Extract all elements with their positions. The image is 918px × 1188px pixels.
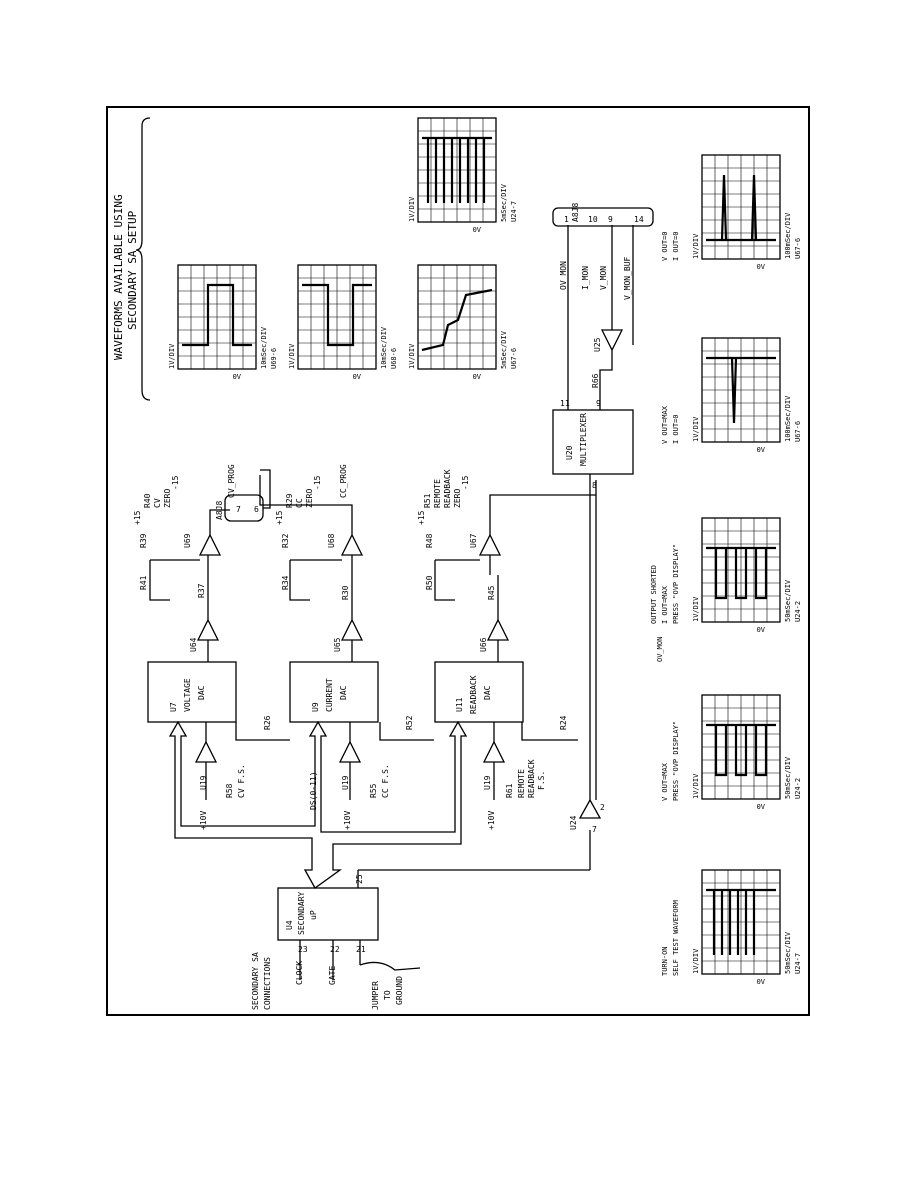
dac-voltage xyxy=(147,661,237,723)
scope-ydiv-clk: 1V/DIV xyxy=(408,196,416,222)
scope-zero-clk: 0V xyxy=(473,226,482,234)
scope-time-v0: 100mSec/DIV xyxy=(784,212,792,259)
waveform-clk xyxy=(422,136,492,203)
scope-ydiv-selftest: 1V/DIV xyxy=(692,948,700,974)
amp-u67 xyxy=(478,533,502,556)
scope-caption-selftest-1: SELF TEST WAVEFORM xyxy=(672,900,680,976)
scope-zero-cv: 0V xyxy=(233,373,242,381)
ref-amp-u19-3 xyxy=(482,740,506,763)
opamp-u65 xyxy=(340,618,364,641)
comparator-u24 xyxy=(578,798,602,819)
scope-caption-short-1: I OUT=MAX xyxy=(661,585,669,624)
scope-ydiv-cv: 1V/DIV xyxy=(168,343,176,369)
scope-ydiv-rb: 1V/DIV xyxy=(408,343,416,369)
scope-caption-v0-0: V OUT=0 xyxy=(661,231,669,261)
scope-zero-v0: 0V xyxy=(757,263,766,271)
scope-time-vmax: 100mSec/DIV xyxy=(784,395,792,442)
opamp-u66 xyxy=(486,618,510,641)
header-line2: SECONDARY SA SETUP xyxy=(126,210,139,330)
waveform-short xyxy=(706,546,776,600)
multiplexer-u20 xyxy=(552,409,634,475)
scope-zero-short: 0V xyxy=(757,626,766,634)
scope-time-clk: 5mSec/DIV xyxy=(500,183,508,222)
scope-caption-short-0: OUTPUT SHORTED xyxy=(650,565,658,624)
connector-a8j8-2 xyxy=(552,207,654,227)
scope-ydiv-cc: 1V/DIV xyxy=(288,343,296,369)
amp-u69 xyxy=(198,533,222,556)
scope-caption-vmax-1: I OUT=0 xyxy=(672,414,680,444)
waveform-rb xyxy=(421,288,493,352)
scope-probe-vmax: U67-6 xyxy=(794,421,802,442)
opamp-u64 xyxy=(196,618,220,641)
scope-caption-ovp-1: PRESS "OVP DISPLAY" xyxy=(672,721,680,801)
header-line1: WAVEFORMS AVAILABLE USING xyxy=(112,194,125,360)
scope-caption-short-2: PRESS "OVP DISPLAY" xyxy=(672,544,680,624)
scope-probe-short: U24-2 xyxy=(794,601,802,622)
dac-readback xyxy=(434,661,524,723)
waveform-ovp xyxy=(706,723,776,777)
scope-caption-v0-1: I OUT=0 xyxy=(672,231,680,261)
scope-ydiv-v0: 1V/DIV xyxy=(692,233,700,259)
waveform-cc xyxy=(302,283,372,347)
processor-box xyxy=(277,887,379,941)
connector-a8j8 xyxy=(224,494,264,522)
scope-ydiv-ovp: 1V/DIV xyxy=(692,773,700,799)
scope-time-short: 50mSec/DIV xyxy=(784,579,792,622)
scope-ydiv-vmax: 1V/DIV xyxy=(692,416,700,442)
scope-zero-rb: 0V xyxy=(473,373,482,381)
waveform-v0 xyxy=(706,174,776,242)
schematic-frame xyxy=(106,106,810,1016)
scope-time-cc: 10mSec/DIV xyxy=(380,326,388,369)
scope-probe-ovp: U24-2 xyxy=(794,778,802,799)
data-bus xyxy=(168,720,468,889)
scope-zero-ovp: 0V xyxy=(757,803,766,811)
scope-probe-cv: U69-6 xyxy=(270,348,278,369)
scope-caption-vmax-0: V OUT=MAX xyxy=(661,405,669,444)
scope-probe-cc: U68-6 xyxy=(390,348,398,369)
scope-probe-clk: U24-7 xyxy=(510,201,518,222)
ref-amp-u19-2 xyxy=(338,740,362,763)
amp-u68 xyxy=(340,533,364,556)
scope-zero-selftest: 0V xyxy=(757,978,766,986)
scope-probe-selftest: U24-7 xyxy=(794,953,802,974)
scope-probe-v0: U67-6 xyxy=(794,238,802,259)
scope-caption-ovp-0: V OUT=MAX xyxy=(661,762,669,801)
buffer-u25 xyxy=(600,329,624,352)
scope-time-rb: 5mSec/DIV xyxy=(500,330,508,369)
scope-zero-vmax: 0V xyxy=(757,446,766,454)
scope-caption-selftest-0: TURN-ON xyxy=(661,946,669,976)
waveform-cv xyxy=(182,283,252,347)
scope-note-short: OV_MON xyxy=(656,637,664,662)
scope-ydiv-short: 1V/DIV xyxy=(692,596,700,622)
scope-time-selftest: 50mSec/DIV xyxy=(784,931,792,974)
scope-zero-cc: 0V xyxy=(353,373,362,381)
scope-time-ovp: 50mSec/DIV xyxy=(784,756,792,799)
waveform-vmax xyxy=(706,356,776,424)
dac-current xyxy=(289,661,379,723)
scope-time-cv: 10mSec/DIV xyxy=(260,326,268,369)
header-brace xyxy=(135,117,151,401)
scope-probe-rb: U67-6 xyxy=(510,348,518,369)
waveform-selftest xyxy=(706,888,776,955)
ref-amp-u19-1 xyxy=(194,740,218,763)
